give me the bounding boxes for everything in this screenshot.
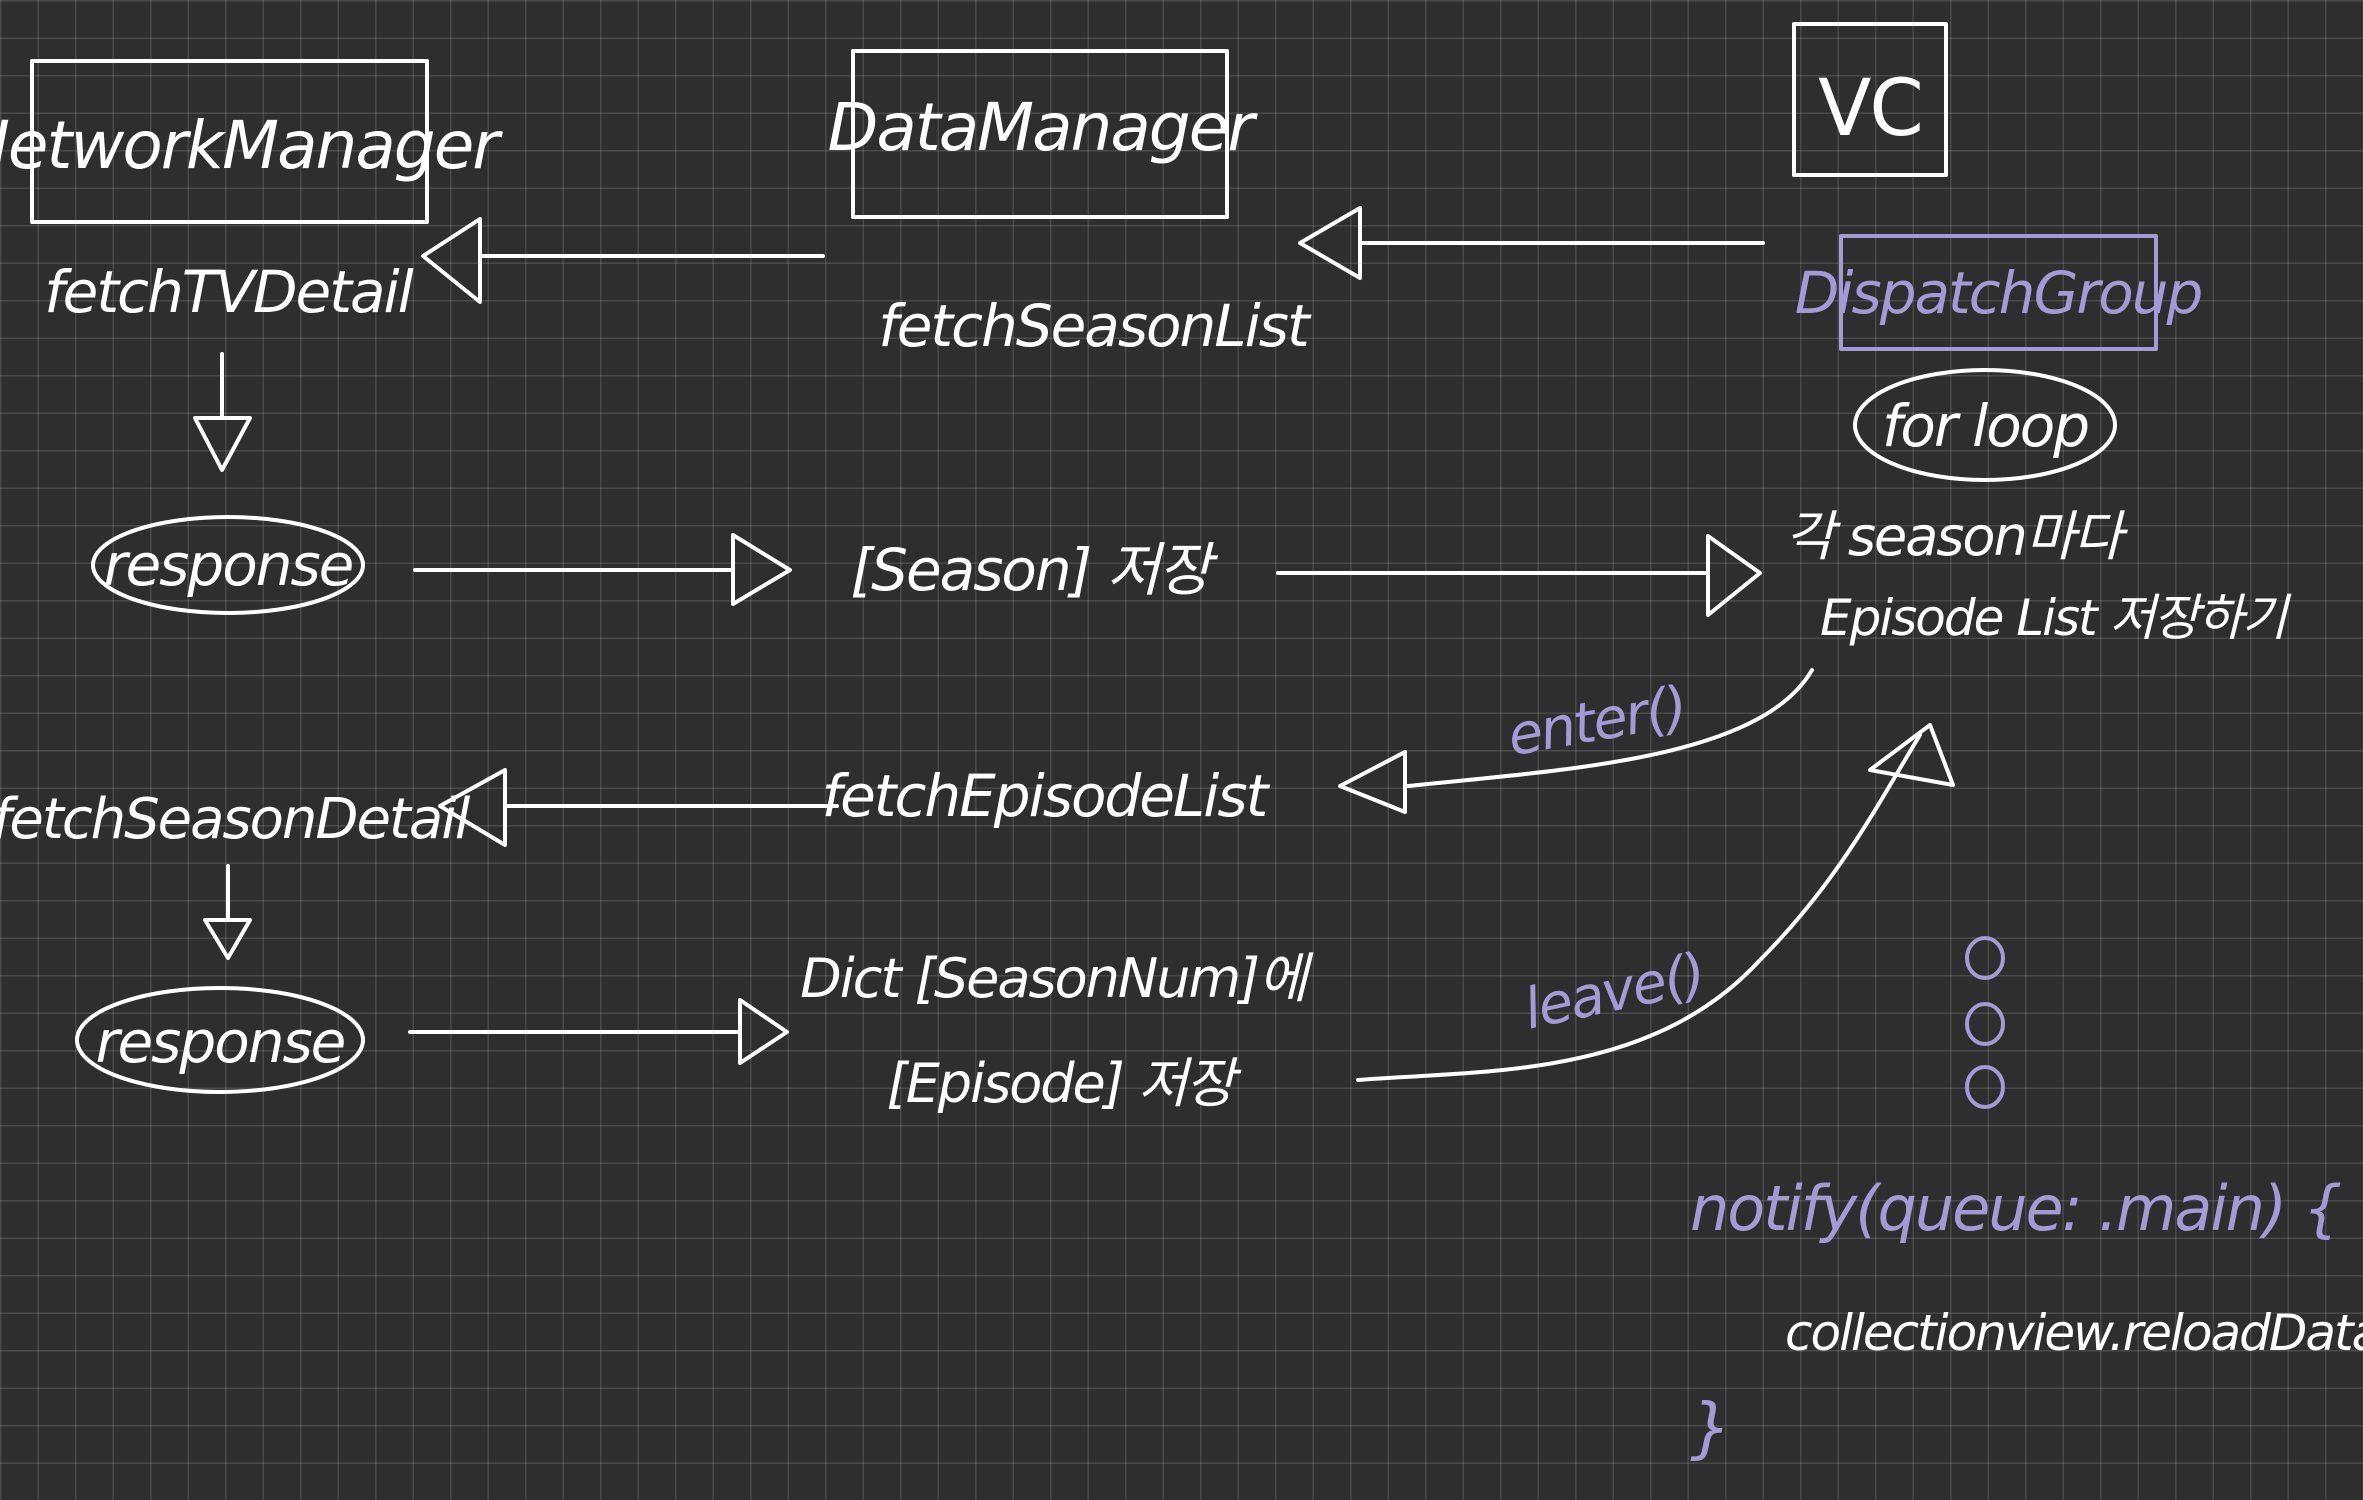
close-brace-label: }	[1690, 1389, 1730, 1466]
vc-box	[1792, 22, 1948, 177]
response-2-label: response	[96, 1008, 345, 1076]
arrow-data-to-network-manager	[421, 217, 825, 304]
dict-store-line-1: Dict [SeasonNum]에	[800, 947, 1314, 1010]
arrow-season-store-to-loop	[1276, 534, 1762, 617]
per-season-line-2: Episode List 저장하기	[1820, 589, 2292, 647]
response-1-ellipse	[91, 515, 365, 615]
arrow-episode-list-to-season-detail	[438, 768, 839, 847]
for-loop-ellipse	[1853, 368, 2117, 482]
fetch-episode-list-label: fetchEpisodeList	[822, 762, 1271, 830]
arrow-response-to-dict-store	[408, 998, 789, 1065]
arrow-response-to-season-store	[413, 533, 792, 606]
arrow-down-response-2	[203, 864, 252, 960]
arrow-leave-to-loop	[1356, 723, 1955, 1082]
fetch-season-detail-label: fetchSeasonDetail	[0, 787, 471, 852]
dispatch-group-box	[1839, 234, 2158, 351]
fetch-season-list-label: fetchSeasonList	[878, 292, 1312, 360]
vc-label: VC	[1818, 64, 1922, 154]
network-manager-box	[30, 59, 429, 224]
arrow-vc-to-data-manager	[1298, 206, 1765, 280]
continuation-dots	[1965, 936, 2005, 1109]
dispatch-group-label: DispatchGroup	[1795, 259, 2202, 327]
for-loop-label: for loop	[1882, 392, 2088, 460]
network-manager-label: NetworkManager	[0, 107, 503, 184]
arrow-down-response-1	[193, 352, 252, 472]
arrow-enter-to-fetch-episode-list	[1338, 668, 1814, 814]
response-2-ellipse	[75, 986, 365, 1094]
reload-data-label: collectionview.reloadData()	[1785, 1304, 2363, 1362]
data-manager-label: DataManager	[828, 89, 1259, 166]
leave-label: leave()	[1519, 941, 1710, 1042]
notify-label: notify(queue: .main) {	[1690, 1172, 2341, 1245]
season-store-label: [Season] 저장	[851, 536, 1219, 604]
enter-label: enter()	[1503, 674, 1691, 769]
fetch-tv-detail-label: fetchTVDetail	[44, 258, 413, 326]
dict-store-line-2: [Episode] 저장	[887, 1052, 1242, 1115]
response-1-label: response	[104, 531, 353, 599]
per-season-line-1: 각 season마다	[1785, 505, 2128, 568]
data-manager-box	[851, 49, 1229, 219]
